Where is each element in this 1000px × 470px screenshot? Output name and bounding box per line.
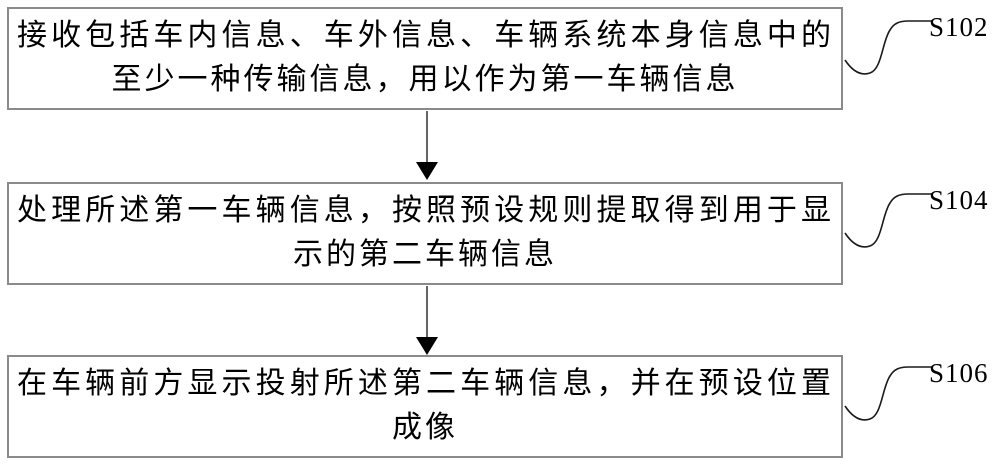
step-text-line: 接收包括车内信息、车外信息、车辆系统本身信息中的 — [17, 19, 833, 52]
step-label-s102: S102 — [929, 12, 989, 42]
step-text-line: 在车辆前方显示投射所述第二车辆信息，并在预设位置 — [17, 367, 833, 400]
down-arrow-1 — [416, 111, 438, 180]
down-arrow-2 — [416, 286, 438, 355]
step-label-s104: S104 — [929, 185, 989, 215]
step-text-line: 至少一种传输信息，用以作为第一车辆信息 — [111, 63, 739, 96]
reference-line-path — [844, 20, 932, 75]
step-text-line: 示的第二车辆信息 — [293, 238, 557, 271]
reference-line-path — [844, 193, 932, 248]
arrow-head — [416, 337, 438, 355]
arrow-head — [416, 162, 438, 180]
step-box-s102: 接收包括车内信息、车外信息、车辆系统本身信息中的 至少一种传输信息，用以作为第一… — [7, 7, 843, 110]
step-box-s104: 处理所述第一车辆信息，按照预设规则提取得到用于显 示的第二车辆信息 — [7, 182, 843, 285]
step-label-s106: S106 — [929, 358, 989, 388]
step-text-line: 处理所述第一车辆信息，按照预设规则提取得到用于显 — [17, 194, 833, 227]
reference-line-s104 — [844, 193, 932, 248]
reference-line-s102 — [844, 20, 932, 75]
step-box-s106: 在车辆前方显示投射所述第二车辆信息，并在预设位置 成像 — [7, 355, 843, 458]
reference-line-s106 — [844, 366, 932, 421]
step-text-line: 成像 — [392, 411, 458, 444]
reference-line-path — [844, 366, 932, 421]
